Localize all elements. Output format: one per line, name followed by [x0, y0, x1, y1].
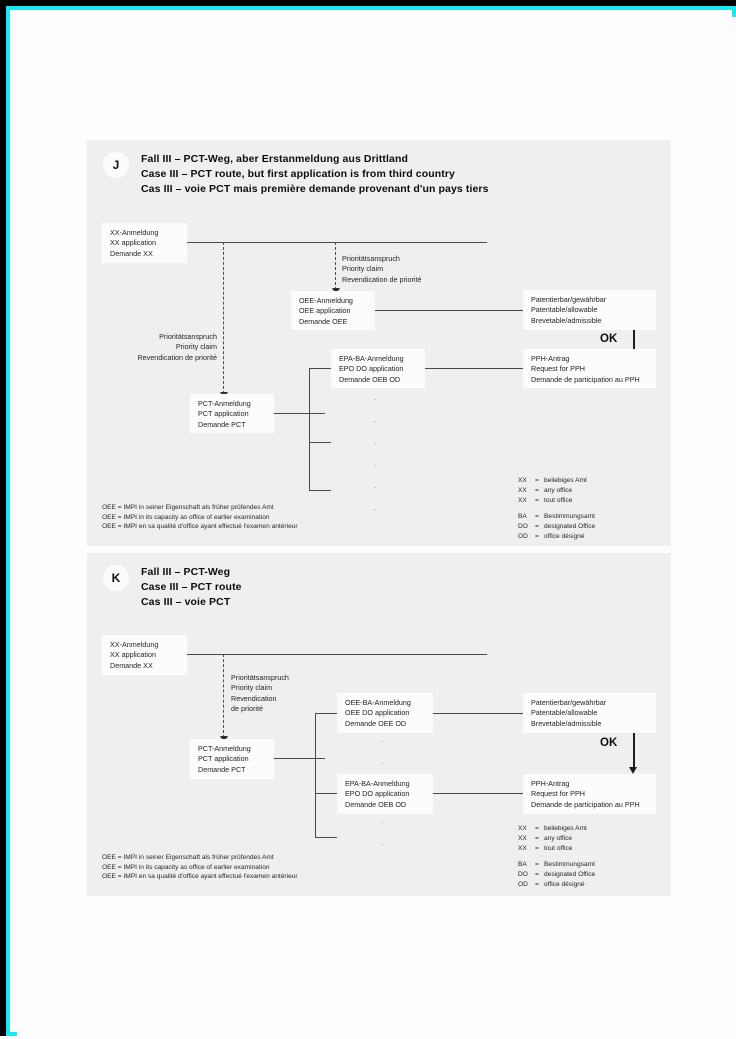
panel-badge-j: J [103, 152, 129, 178]
legend-oee-j: OEE = IMPI in seiner Eigenschaft als frü… [102, 504, 298, 531]
legend-abbreviations-k: XX = beliebiges Amt XX = any office XX =… [518, 824, 595, 890]
box-pph-request: PPH-Antrag Request for PPH Demande de pa… [523, 349, 656, 388]
dot: · [380, 759, 384, 768]
label-ok: OK [600, 333, 618, 345]
connector-epa-pph [425, 368, 523, 369]
connector-oee-patentable [375, 310, 523, 311]
panel-title-fr: Cas III – voie PCT [141, 596, 231, 608]
document-sheet: J Fall III – PCT-Weg, aber Erstanmeldung… [17, 17, 736, 1039]
panel-title-de: Fall III – PCT-Weg [141, 566, 231, 578]
ellipsis-dots-middle: · · [377, 738, 387, 768]
box-patentable: Patentierbar/gewährbar Patentable/allowa… [523, 693, 656, 733]
box-pph-request: PPH-Antrag Request for PPH Demande de pa… [523, 774, 656, 814]
panel-title-de: Fall III – PCT-Weg, aber Erstanmeldung a… [141, 153, 408, 165]
connector-priority-pct-dashed [223, 242, 224, 394]
label-priority-claim: Prioritätsanspruch Priority claim Revend… [231, 673, 289, 714]
branch-stub-1 [309, 368, 331, 369]
panel-title-fr: Cas III – voie PCT mais première demande… [141, 183, 489, 195]
box-oee-ba-application: OEE-BA-Anmeldung OEE DO application Dema… [337, 693, 433, 733]
branch-stub-3 [309, 490, 331, 491]
box-xx-application: XX-Anmeldung XX application Demande XX [102, 223, 187, 263]
abbr-row: XX = beliebiges Amt [518, 825, 587, 832]
branch-stub-1 [315, 713, 337, 714]
ellipsis-dots-vertical: · · · · · · [370, 396, 380, 514]
abbr-row: XX = any office [518, 486, 573, 494]
connector-pct-to-bus [274, 758, 325, 759]
box-patentable: Patentierbar/gewährbar Patentable/allowa… [523, 290, 656, 330]
label-ok: OK [600, 737, 618, 749]
abbr-row: OD = office désigné [518, 880, 585, 888]
panel-title-en: Case III – PCT route, but first applicat… [141, 168, 455, 180]
abbr-row: XX = beliebiges Amt [518, 477, 587, 484]
abbr-row: DO = designated Office [518, 523, 596, 531]
legend-oee-k: OEE = IMPI in seiner Eigenschaft als frü… [102, 854, 298, 881]
diagram-panel-j: J Fall III – PCT-Weg, aber Erstanmeldung… [87, 140, 671, 546]
box-pct-application: PCT-Anmeldung PCT application Demande PC… [190, 394, 274, 433]
ok-arrow-stem [633, 330, 635, 362]
dot: · [380, 737, 384, 746]
dot: · [380, 840, 384, 849]
diagram-panel-k: K Fall III – PCT-Weg Case III – PCT rout… [87, 553, 671, 896]
dot: · [380, 818, 384, 827]
panel-badge-k: K [103, 565, 129, 591]
box-epa-ba-application: EPA-BA-Anmeldung EPO DO application Dema… [337, 774, 433, 814]
abbr-row: BA = Bestimmungsamt [518, 513, 595, 521]
connector-oeeba-patentable [433, 713, 523, 714]
dot: · [373, 505, 377, 514]
abbr-row: OD = office désigné [518, 532, 585, 540]
panel-title-en: Case III – PCT route [141, 581, 242, 593]
box-oee-application: OEE-Anmeldung OEE application Demande OE… [291, 291, 375, 330]
connector-priority-oee-dashed [335, 242, 336, 290]
branch-bus-vertical [315, 713, 317, 838]
connector-pct-to-bus [274, 413, 325, 414]
box-epa-ba-application: EPA-BA-Anmeldung EPO DO application Dema… [331, 349, 425, 388]
ellipsis-dots-bottom: · · [377, 819, 387, 849]
legend-abbreviations-j: XX = beliebiges Amt XX = any office XX =… [518, 476, 595, 542]
connector-xx-horizontal [187, 654, 487, 655]
box-xx-application: XX-Anmeldung XX application Demande XX [102, 635, 187, 675]
label-priority-claim-left: Prioritätsanspruch Priority claim Revend… [137, 332, 217, 362]
dot: · [373, 461, 377, 470]
label-priority-claim-top: Prioritätsanspruch Priority claim Revend… [342, 254, 422, 284]
abbr-row: XX = tout office [518, 496, 573, 504]
abbr-row: DO = designated Office [518, 871, 596, 879]
connector-xx-horizontal [187, 242, 487, 243]
page-inner-border: J Fall III – PCT-Weg, aber Erstanmeldung… [6, 6, 736, 1039]
box-pct-application: PCT-Anmeldung PCT application Demande PC… [190, 739, 274, 779]
dot: · [373, 395, 377, 404]
branch-stub-3 [315, 837, 337, 838]
connector-priority-pct-dashed [223, 654, 224, 738]
dot: · [373, 417, 377, 426]
dot: · [373, 439, 377, 448]
ok-arrow-stem [633, 733, 635, 769]
abbr-row: BA = Bestimmungsamt [518, 861, 595, 869]
ok-arrow-head [629, 767, 638, 774]
abbr-row: XX = any office [518, 834, 573, 842]
branch-bus-vertical [309, 368, 311, 491]
panel-title-k: Fall III – PCT-Weg Case III – PCT route … [141, 565, 242, 610]
branch-stub-2 [315, 793, 337, 794]
connector-epaba-pph [433, 793, 523, 794]
branch-stub-2 [309, 442, 331, 443]
dot: · [373, 483, 377, 492]
abbr-row: XX = tout office [518, 844, 573, 852]
panel-title-j: Fall III – PCT-Weg, aber Erstanmeldung a… [141, 152, 489, 197]
